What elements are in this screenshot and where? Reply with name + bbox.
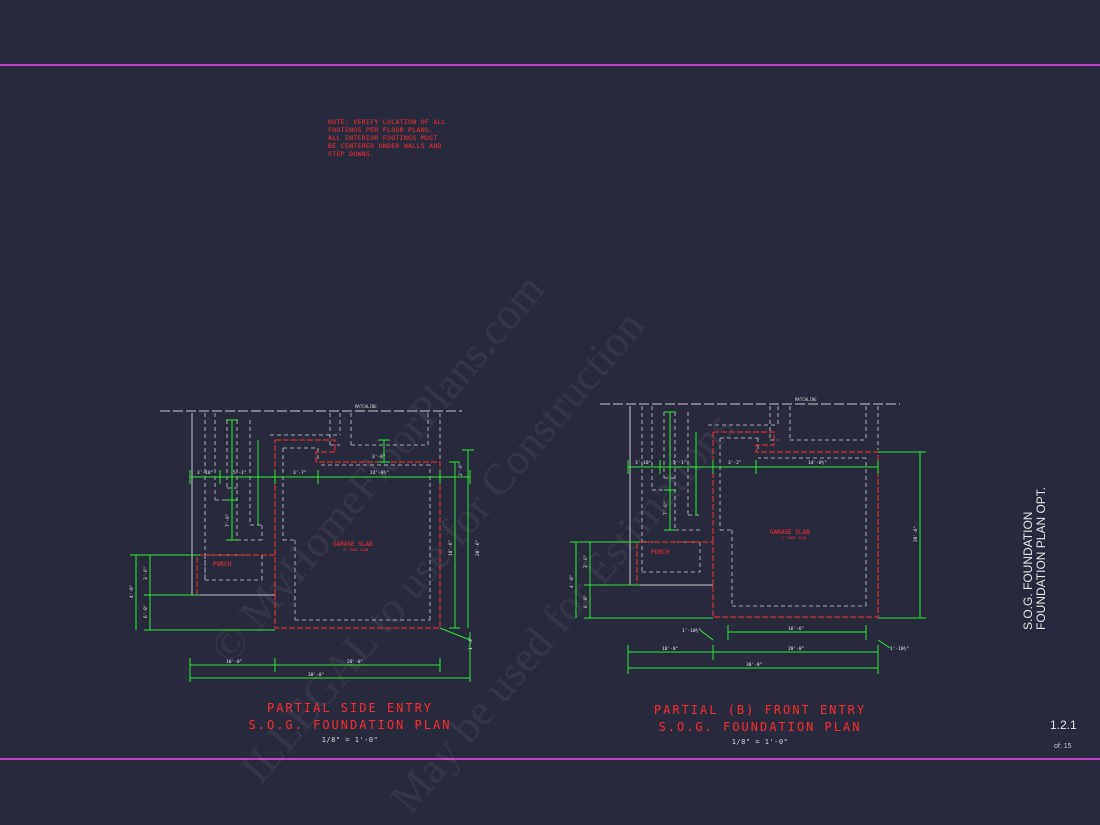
- garage-slab-label: GARAGE SLAB: [770, 529, 810, 536]
- porch-label: PORCH: [213, 561, 231, 568]
- right-plan-scale: 1/8" = 1'-0": [731, 738, 789, 746]
- dim-text: 3'-2": [728, 460, 742, 466]
- right-plan-title: PARTIAL (B) FRONT ENTRY S.O.G. FOUNDATIO…: [640, 702, 880, 746]
- footing-note: NOTE: VERIFY LOCATION OF ALL FOOTINGS PE…: [328, 118, 468, 158]
- dim-text: 4'-0": [569, 574, 575, 588]
- dim-text: 2'-6": [458, 462, 464, 476]
- dim-text: 5'-1": [233, 470, 247, 476]
- dim-text: 20'-0": [788, 646, 804, 652]
- dim-text: 7'-6": [225, 513, 231, 527]
- porch-label: PORCH: [651, 549, 669, 556]
- porch-outline: [629, 406, 713, 586]
- garage-slab-sublabel: 4" CONC SLAB: [343, 548, 368, 552]
- dim-text: 30'-0": [746, 662, 762, 668]
- garage-slab-outline: [196, 439, 441, 629]
- dim-text: 30'-0": [308, 672, 324, 678]
- dim-text: 14'-8½": [808, 459, 827, 466]
- garage-slab-label: GARAGE SLAB: [333, 541, 373, 548]
- dim-text: 18'-6": [448, 540, 454, 556]
- dim-text: 5'-1": [673, 460, 687, 466]
- left-plan-scale: 1/8" = 1'-0": [321, 736, 379, 744]
- dim-text: 3'-10": [635, 460, 651, 466]
- left-plan-title-line2: S.O.G. FOUNDATION PLAN: [248, 718, 452, 732]
- footing-hidden-lines: [629, 406, 879, 607]
- left-foundation-plan: MATCHLINE GARAGE SLAB 4" CONC SLAB PORCH…: [129, 404, 481, 682]
- sheet-frame: [0, 64, 1100, 760]
- dim-text: 3'-6": [143, 566, 149, 580]
- dim-text: 10'-0": [226, 659, 242, 665]
- sheet-title: S.O.G. FOUNDATION FOUNDATION PLAN OPT.: [1021, 470, 1082, 630]
- sheet-title-line2: FOUNDATION PLAN OPT.: [1034, 486, 1048, 630]
- sheet-number: 1.2.1: [1050, 718, 1077, 732]
- dim-text: 20'-0": [347, 659, 363, 665]
- right-foundation-plan: MATCHLINE GARAGE SLAB 4" CONC SLAB PORCH…: [569, 397, 926, 674]
- dim-text: 3'-6": [583, 554, 589, 568]
- note-line: FOOTINGS PER FLOOR PLANS.: [328, 126, 434, 134]
- dim-text: 1'-10½": [890, 645, 909, 652]
- dim-text: 3'-7": [293, 470, 307, 476]
- sheet-count: of: 15: [1054, 743, 1072, 750]
- dim-text: 7'-6": [663, 501, 669, 515]
- dim-text: 10'-0": [662, 646, 678, 652]
- left-plan-title-line1: PARTIAL SIDE ENTRY: [266, 701, 434, 715]
- note-line: NOTE: VERIFY LOCATION OF ALL: [328, 118, 446, 126]
- dim-text: 14'-8½": [370, 469, 389, 476]
- dim-text: 3'-10": [197, 470, 213, 476]
- garage-slab-sublabel: 4" CONC SLAB: [781, 536, 806, 540]
- matchline-label: MATCHLINE: [355, 404, 377, 409]
- porch-outline: [191, 413, 275, 596]
- dim-text: 6'-0": [143, 604, 149, 618]
- dim-text: 16'-6": [788, 626, 804, 632]
- note-line: STEP DOWNS.: [328, 150, 375, 158]
- dimension-texts: 3'-10" 5'-1" 3'-7" 3'-0" 14'-8½" 3'-6" 6…: [129, 454, 481, 678]
- dim-text: 4'-0": [129, 584, 135, 598]
- dimension-lines: [570, 411, 926, 674]
- dim-text: 1'-10½": [682, 627, 701, 634]
- dim-text: 1'-4": [468, 636, 474, 650]
- dim-text: 3'-0": [372, 454, 386, 460]
- left-plan-title: PARTIAL SIDE ENTRY S.O.G. FOUNDATION PLA…: [240, 700, 460, 744]
- dimension-lines: [130, 419, 474, 682]
- note-line: BE CENTERED UNDER WALLS AND: [328, 142, 442, 150]
- dim-text: 20'-6": [913, 526, 919, 542]
- note-line: ALL INTERIOR FOOTINGS MUST: [328, 134, 438, 142]
- matchline-label: MATCHLINE: [795, 397, 817, 402]
- garage-slab-outline: [636, 431, 879, 618]
- dim-text: 20'-6": [475, 540, 481, 556]
- dimension-texts: 3'-10" 5'-1" 3'-2" 14'-8½" 3'-6" 6'-0" 4…: [569, 459, 919, 668]
- dim-text: 6'-0": [583, 594, 589, 608]
- right-plan-title-line2: S.O.G. FOUNDATION PLAN: [658, 720, 862, 734]
- right-plan-title-line1: PARTIAL (B) FRONT ENTRY: [653, 703, 867, 717]
